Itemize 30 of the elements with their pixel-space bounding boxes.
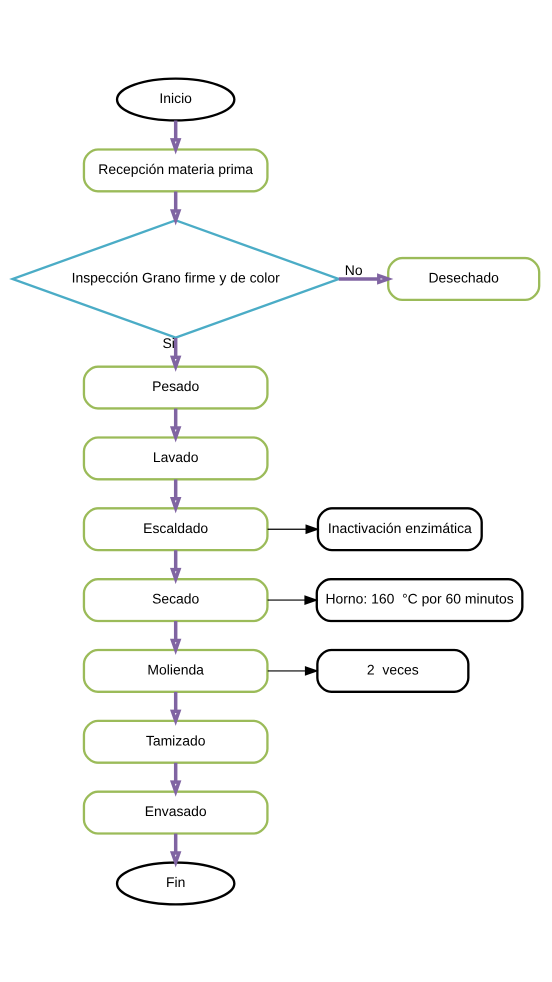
node-box: Secado — [82, 578, 269, 622]
node-ellipse: Inicio — [116, 76, 236, 122]
arrow — [268, 524, 320, 534]
arrow — [338, 272, 394, 284]
arrow — [268, 594, 318, 604]
node-box: Envasado — [82, 790, 269, 834]
node-box: Desechado — [387, 256, 540, 301]
edge-label: No — [344, 262, 363, 278]
node-box: 2 veces — [316, 648, 470, 692]
node-box: Escaldado — [82, 506, 269, 551]
arrow — [170, 478, 182, 513]
node-box: Molienda — [82, 648, 269, 692]
node-box: Pesado — [82, 365, 269, 410]
arrow — [170, 691, 182, 726]
arrow — [170, 833, 182, 868]
arrow — [170, 620, 182, 655]
arrow — [170, 762, 182, 796]
node-ellipse: Fin — [116, 860, 236, 906]
arrow — [170, 408, 182, 442]
node-box: Inactivación enzimática — [316, 506, 483, 551]
arrow — [170, 120, 182, 154]
node-box: Lavado — [82, 436, 269, 480]
arrow — [170, 191, 182, 226]
arrow — [170, 550, 182, 584]
node-box: Recepción materia prima — [82, 148, 269, 192]
edge-label: Si — [162, 334, 175, 350]
node-box: Horno: 160 °C por 60 minutos — [316, 578, 524, 622]
arrow — [268, 666, 319, 676]
node-box: Tamizado — [82, 719, 269, 764]
arrow — [170, 337, 182, 372]
